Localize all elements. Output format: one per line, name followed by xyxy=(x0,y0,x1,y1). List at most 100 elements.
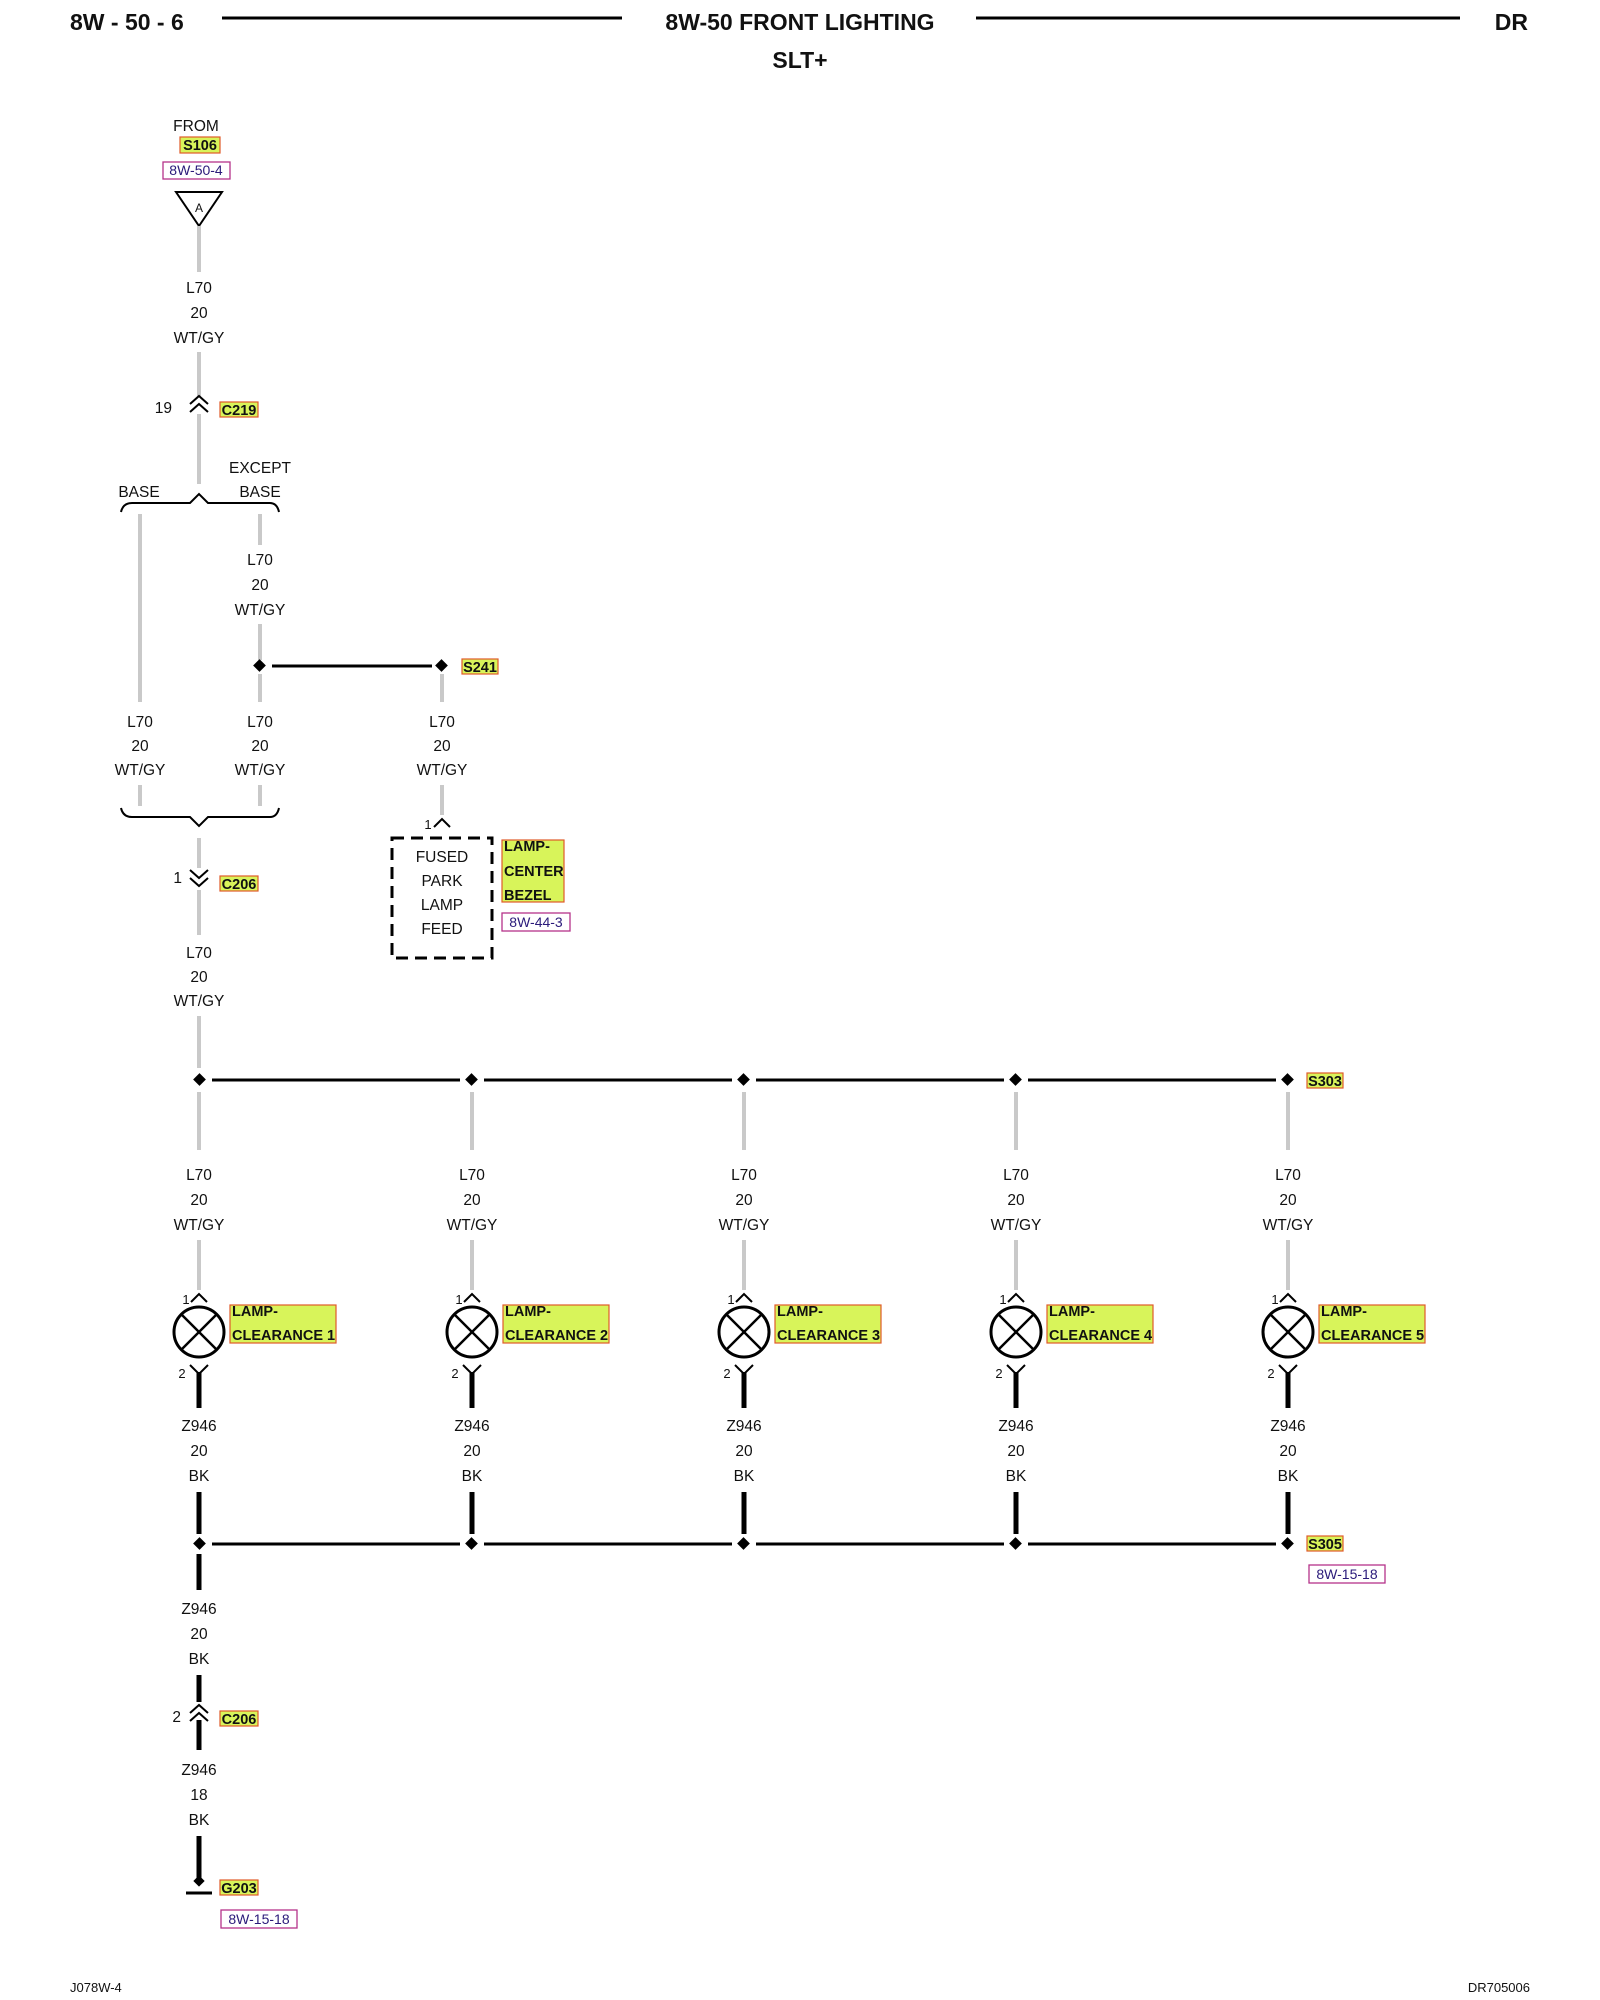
lamp-label-line2: CLEARANCE 5 xyxy=(1321,1328,1424,1344)
wire-gauge: 20 xyxy=(1007,1443,1025,1460)
bezel-label-line: CENTER xyxy=(504,864,564,880)
wire-color: WT/GY xyxy=(417,762,468,779)
splice-tag-s241[interactable]: S241 xyxy=(461,658,499,676)
wire-gauge: 20 xyxy=(190,1192,208,1209)
wire-color: WT/GY xyxy=(1263,1217,1314,1234)
wire-color: WT/GY xyxy=(235,602,286,619)
lamp-pin-bottom: 2 xyxy=(723,1366,730,1381)
wire-gauge: 20 xyxy=(1279,1192,1297,1209)
ground-g203-label: G203 xyxy=(221,1881,256,1897)
lamp-label-line1: LAMP- xyxy=(1321,1304,1367,1320)
ref-8w-15-18-label: 8W-15-18 xyxy=(1316,1566,1377,1582)
bezel-box-line: LAMP xyxy=(421,897,463,914)
wire-gauge: 20 xyxy=(190,1443,208,1460)
diagram-title: 8W-50 FRONT LIGHTING xyxy=(665,9,934,35)
page-code: 8W - 50 - 6 xyxy=(70,9,184,35)
ref-link-g203-8w-15-18[interactable]: 8W-15-18 xyxy=(220,1909,298,1929)
wire-gauge: 18 xyxy=(190,1787,207,1804)
wire-color: WT/GY xyxy=(235,762,286,779)
splice-node xyxy=(193,1073,206,1086)
bezel-box-line: FEED xyxy=(421,921,462,938)
lamp-pin-top: 1 xyxy=(999,1292,1006,1307)
splice-node xyxy=(737,1073,750,1086)
wire-circuit: L70 xyxy=(1003,1167,1029,1184)
lamp-pin-top: 1 xyxy=(727,1292,734,1307)
wire-circuit: Z946 xyxy=(454,1418,489,1435)
wire-circuit: Z946 xyxy=(998,1418,1033,1435)
splice-node xyxy=(737,1537,750,1550)
splice-node xyxy=(193,1537,206,1550)
lamp-column-2: L70 20 WT/GY 1 LAMP- CLEARANCE 2 2 Z946 … xyxy=(445,1073,610,1550)
lamp-column-4: L70 20 WT/GY 1 LAMP- CLEARANCE 4 2 Z946 … xyxy=(989,1073,1154,1550)
wire-circuit: Z946 xyxy=(181,1601,216,1618)
wire-color: WT/GY xyxy=(174,330,225,347)
connector-c206-upper[interactable]: 1 C206 xyxy=(173,869,259,893)
wire-circuit: L70 xyxy=(186,280,212,297)
ref-link-8w-50-4[interactable]: 8W-50-4 xyxy=(162,161,231,180)
wire-circuit: L70 xyxy=(459,1167,485,1184)
ref-8w-50-4-label: 8W-50-4 xyxy=(169,162,223,178)
wire-gauge: 20 xyxy=(463,1443,481,1460)
splice-node xyxy=(465,1073,478,1086)
wire-circuit: Z946 xyxy=(726,1418,761,1435)
splice-s106-label: S106 xyxy=(183,138,217,154)
splice-tag-s305[interactable]: S305 xyxy=(1306,1535,1344,1553)
splice-node xyxy=(1281,1537,1294,1550)
wire-color: WT/GY xyxy=(174,1217,225,1234)
wire-gauge: 20 xyxy=(251,577,269,594)
splice-node xyxy=(1281,1073,1294,1086)
lamp-center-bezel[interactable]: 1 FUSED PARK LAMP FEED LAMP- CENTER BEZE… xyxy=(390,817,565,960)
wire-circuit: Z946 xyxy=(181,1418,216,1435)
ref-link-8w-44-3[interactable]: 8W-44-3 xyxy=(501,912,571,932)
splice-node xyxy=(465,1537,478,1550)
wire-color: BK xyxy=(462,1468,483,1485)
connector-pin: 2 xyxy=(172,1709,181,1726)
ground-g203[interactable]: G203 xyxy=(186,1875,259,1897)
option-split-brace xyxy=(120,492,280,513)
wire-circuit: Z946 xyxy=(181,1762,216,1779)
option-except-label: EXCEPT xyxy=(229,460,292,477)
splice-tag-s303[interactable]: S303 xyxy=(1306,1072,1344,1090)
bezel-label-line: BEZEL xyxy=(504,888,552,904)
connector-pin: 1 xyxy=(424,817,431,832)
wire-gauge: 20 xyxy=(251,738,269,755)
option-merge-brace xyxy=(120,807,280,828)
splice-node xyxy=(435,659,448,672)
wire-color: BK xyxy=(734,1468,755,1485)
ref-link-s305-8w-15-18[interactable]: 8W-15-18 xyxy=(1308,1564,1386,1584)
connector-c206-lower-label: C206 xyxy=(222,1712,257,1728)
lamp-label-line1: LAMP- xyxy=(1049,1304,1095,1320)
wire-color: BK xyxy=(189,1812,210,1829)
wire-gauge: 20 xyxy=(1279,1443,1297,1460)
wire-color: WT/GY xyxy=(991,1217,1042,1234)
wire-color: BK xyxy=(1006,1468,1027,1485)
splice-tag-s106[interactable]: S106 xyxy=(179,136,221,154)
footer-left-code: J078W-4 xyxy=(70,1980,122,1995)
lamp-label-line1: LAMP- xyxy=(777,1304,823,1320)
splice-s303-label: S303 xyxy=(1308,1074,1342,1090)
lamp-label-line1: LAMP- xyxy=(232,1304,278,1320)
splice-node xyxy=(1009,1537,1022,1550)
connector-c219[interactable]: 19 C219 xyxy=(155,394,259,419)
lamp-pin-top: 1 xyxy=(455,1292,462,1307)
lamp-label-line2: CLEARANCE 4 xyxy=(1049,1328,1152,1344)
ref-8w-44-3-label: 8W-44-3 xyxy=(509,914,563,930)
wire-circuit: L70 xyxy=(186,945,212,962)
wire-circuit: L70 xyxy=(429,714,455,731)
wire-circuit: L70 xyxy=(186,1167,212,1184)
connector-c206-lower[interactable]: 2 C206 xyxy=(172,1703,259,1728)
wire-circuit: L70 xyxy=(247,552,273,569)
wire-gauge: 20 xyxy=(1007,1192,1025,1209)
connector-pin: 1 xyxy=(173,870,182,887)
splice-node xyxy=(1009,1073,1022,1086)
lamp-pin-bottom: 2 xyxy=(451,1366,458,1381)
wire-color: WT/GY xyxy=(115,762,166,779)
bezel-label-line: LAMP- xyxy=(504,839,550,855)
splice-s241-label: S241 xyxy=(463,660,497,676)
bezel-box-line: PARK xyxy=(421,873,463,890)
lamp-column-3: L70 20 WT/GY 1 LAMP- CLEARANCE 3 2 Z946 … xyxy=(717,1073,882,1550)
bezel-box-line: FUSED xyxy=(416,849,469,866)
ground-ref-label: 8W-15-18 xyxy=(228,1911,289,1927)
wire-circuit: L70 xyxy=(247,714,273,731)
wire-gauge: 20 xyxy=(463,1192,481,1209)
